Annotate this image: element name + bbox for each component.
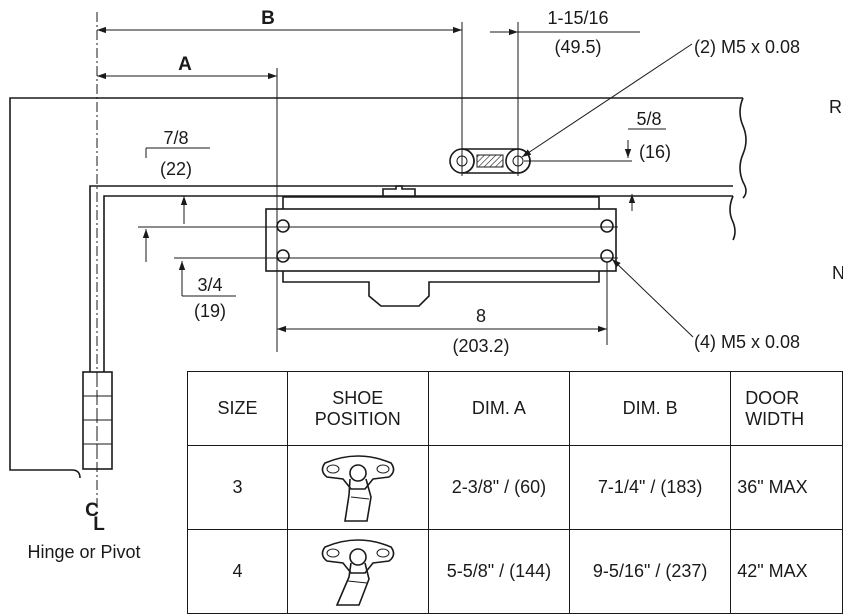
closer-top-mm: (22) [160,159,192,179]
closer-top-frac: 7/8 [163,128,188,148]
closer-length-mm: (203.2) [452,336,509,356]
shoe-drop-frac: 5/8 [636,109,661,129]
door-outline [89,185,736,372]
closer-body [265,185,617,307]
closer-screws-leader [611,258,694,338]
dimension-a [97,68,278,352]
closer-holes-mm: (19) [194,301,226,321]
closer-screws-label: (4) M5 x 0.08 [694,332,800,352]
hinge-knuckles [82,371,113,470]
side-label-upper: R [829,97,842,117]
side-label-lower: N [832,263,843,283]
top-screws-leader [521,43,693,158]
dimension-b [97,22,463,176]
dimension-closer-holes [174,257,618,297]
dim-a-label: A [178,54,192,75]
closer-holes-frac: 3/4 [197,275,222,295]
shoe-spacing-frac: 1-15/16 [547,8,608,28]
shoe-drop-mm: (16) [639,142,671,162]
top-screws-label: (2) M5 x 0.08 [694,37,800,57]
dimension-shoe-spacing [490,22,640,176]
dimension-closer-top [138,147,618,262]
door-frame-outline [9,97,747,479]
dimension-shoe-drop [524,128,666,211]
centerline-symbol-l: L [93,514,105,535]
hinge-caption: Hinge or Pivot [27,542,140,562]
centerline-symbol-c: C [85,500,99,521]
shoe-spacing-mm: (49.5) [554,37,601,57]
dim-b-label: B [261,8,275,29]
closer-length-in: 8 [476,306,486,326]
dimension-closer-length [277,262,608,345]
